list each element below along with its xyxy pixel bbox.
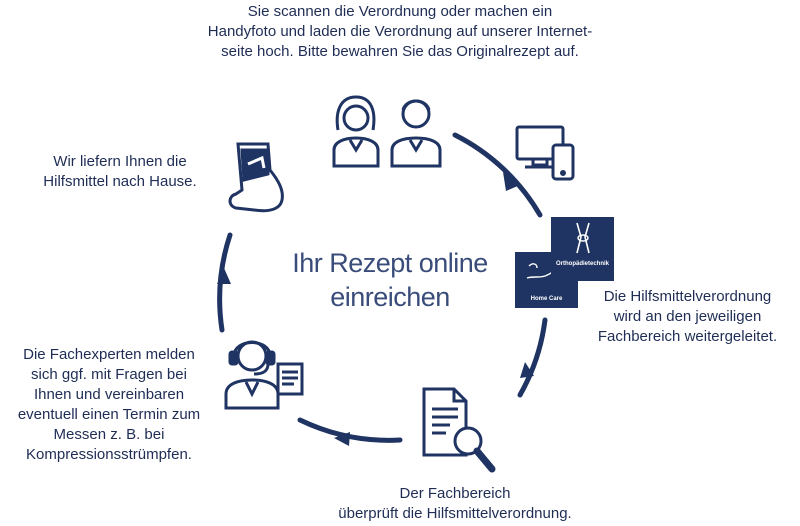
computer-phone-icon — [515, 125, 575, 181]
tile-orthopaedie-label: Orthopädietechnik — [555, 261, 609, 267]
knee-icon — [576, 222, 590, 254]
document-search-icon — [422, 387, 496, 473]
step-contact-text: Die Fachexperten melden sich ggf. mit Fr… — [17, 346, 201, 463]
step-deliver-text: Wir liefern Ihnen die Hilfsmittel nach H… — [43, 153, 197, 190]
step-forward-text: Die Hilfsmittelverordnung wird an den je… — [597, 288, 778, 345]
tile-orthopaedie-front: Orthopädietechnik — [551, 217, 614, 281]
couple-icon — [332, 95, 442, 168]
cycle-arc-3 — [297, 417, 403, 443]
cycle-arc-2 — [517, 317, 548, 398]
tile-homecare-label: Home Care — [530, 296, 563, 302]
cycle-arrow-4 — [217, 268, 231, 284]
cycle-arrow-2 — [520, 362, 534, 378]
cycle-arc-1 — [452, 132, 543, 218]
ankle-brace-icon — [228, 142, 284, 213]
center-title: Ihr Rezept online einreichen — [292, 248, 488, 312]
cycle-arrow-1 — [503, 172, 520, 191]
cycle-arrow-3 — [334, 432, 350, 446]
step-review-text: Der Fachbereich überprüft die Hilfsmitte… — [338, 485, 572, 522]
step-upload-text: Sie scannen die Verordnung oder machen e… — [207, 3, 593, 60]
support-agent-icon — [224, 340, 304, 410]
